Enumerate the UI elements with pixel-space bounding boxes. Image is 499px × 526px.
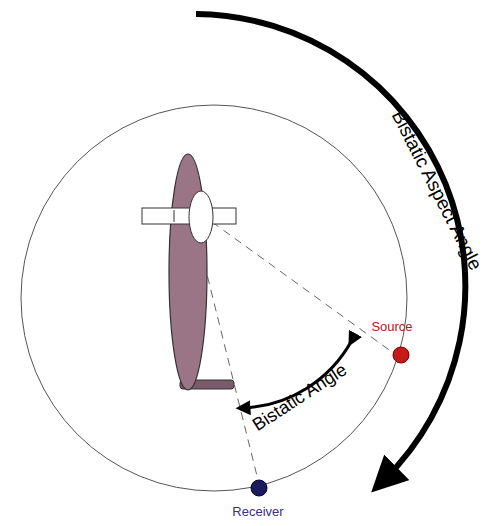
arc-label: Bistatic Aspect Angle [387, 107, 486, 274]
receiver-dot [251, 480, 267, 496]
receiver-label: Receiver [232, 505, 283, 519]
source-label: Source [371, 320, 412, 334]
submarine [142, 154, 236, 390]
source-line [212, 222, 392, 352]
range-circle [21, 105, 407, 491]
arc-label: Bistatic Angle [249, 360, 350, 435]
aspect-angle-arc [196, 14, 465, 480]
source-dot [393, 347, 409, 363]
